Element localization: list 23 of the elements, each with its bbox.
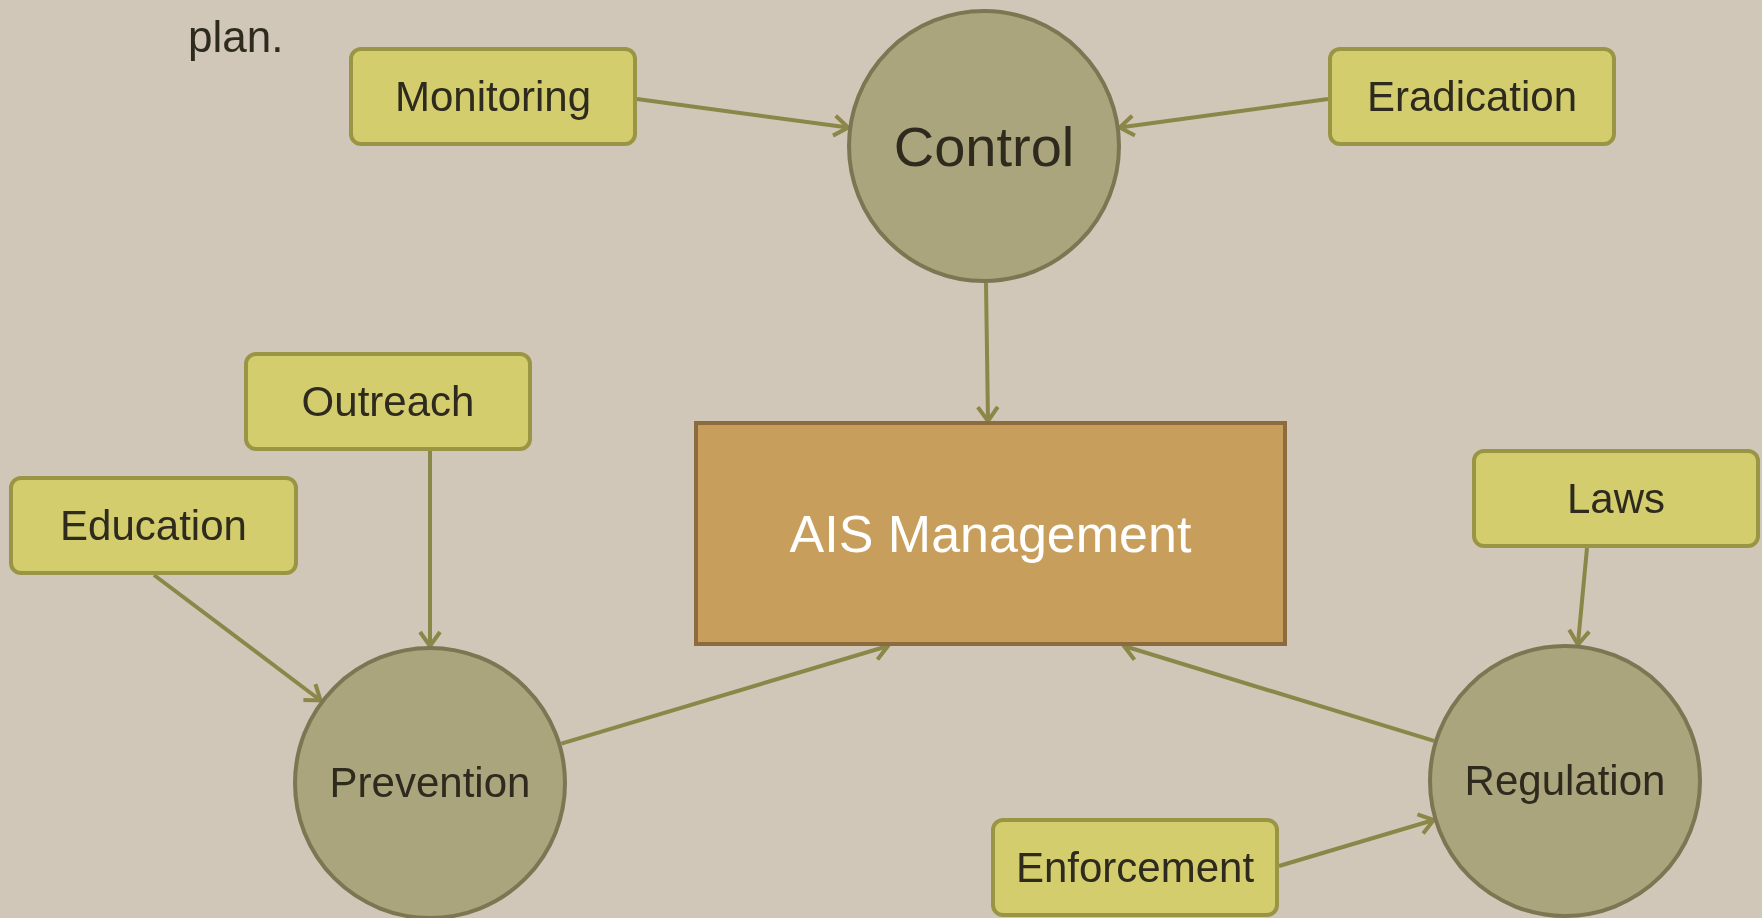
node-label: Eradication xyxy=(1366,72,1578,121)
arrow xyxy=(418,451,442,648)
node-label: Monitoring xyxy=(394,72,592,121)
node-label: AIS Management xyxy=(789,503,1192,564)
text-fragment: plan. xyxy=(188,12,284,62)
topic-box xyxy=(1328,47,1616,146)
node-label: Education xyxy=(60,501,247,550)
node-label: Control xyxy=(893,113,1075,179)
node-label: Prevention xyxy=(329,759,531,807)
topic-box xyxy=(991,818,1279,917)
arrow xyxy=(152,573,323,703)
central-box xyxy=(694,421,1287,646)
topic-box xyxy=(244,352,532,451)
arrow xyxy=(975,282,1000,423)
node-label: Laws xyxy=(1566,474,1666,523)
arrow xyxy=(1567,547,1592,647)
node-label: Enforcement xyxy=(1015,843,1255,892)
arrow xyxy=(1278,812,1436,868)
topic-box xyxy=(9,476,298,575)
node-label: Regulation xyxy=(1464,757,1666,805)
topic-box xyxy=(349,47,637,146)
node-label: Outreach xyxy=(301,377,475,426)
topic-box xyxy=(1472,449,1760,548)
